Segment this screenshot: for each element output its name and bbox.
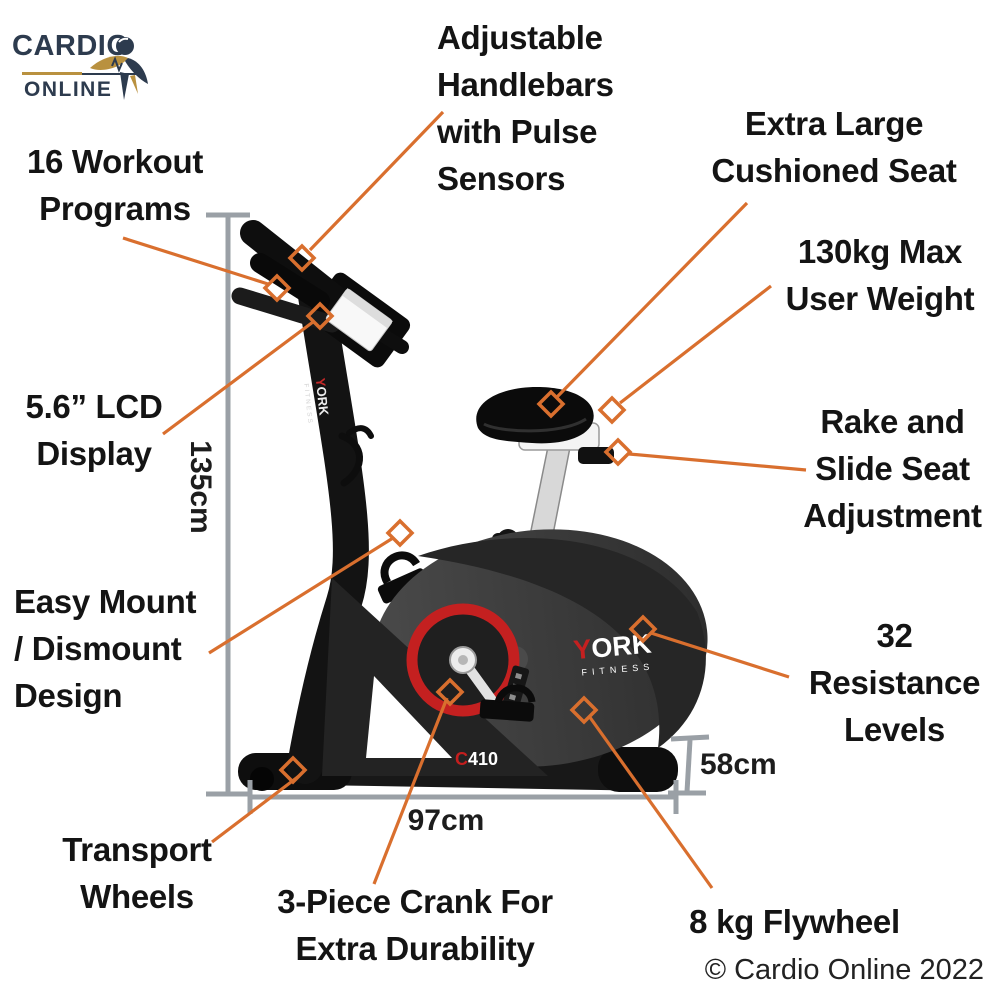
frame-brand-sub: FITNESS: [302, 383, 313, 425]
frame-brand-y: Y: [313, 377, 329, 388]
leader-max-user-weight: [619, 284, 772, 405]
height-measure-135: [206, 212, 250, 797]
leader-lcd-display: [162, 320, 314, 436]
logo-navy-rule: [82, 73, 140, 75]
seat: [476, 386, 594, 444]
body-brand-y: Y: [572, 634, 593, 665]
copyright-text: © Cardio Online 2022: [704, 954, 984, 986]
body-brand-rest: ORK: [590, 629, 653, 664]
callout-extra-large-cushioned-seat: Extra Large Cushioned Seat: [711, 105, 957, 189]
callout-easy-mount-dismount: Easy Mount / Dismount Design: [14, 583, 197, 714]
model-prefix: C: [455, 749, 468, 769]
marker-flywheel: [569, 695, 599, 725]
body-brand-logo: YORK FITNESS: [572, 629, 654, 678]
logo-gold-rule: [22, 72, 82, 75]
right-pedal: [479, 699, 535, 722]
bike-body-shadow: [418, 538, 706, 748]
dimension-height-label: 135cm: [184, 440, 217, 534]
logo-subtitle: ONLINE: [24, 78, 113, 101]
marker-max-user-weight: [597, 395, 627, 425]
model-number: C410: [455, 749, 498, 769]
console-screen: [325, 288, 393, 352]
callout-adjustable-handlebars: Adjustable Handlebars with Pulse Sensors: [437, 19, 614, 197]
leader-crank: [372, 697, 449, 885]
callout-workout-programs: 16 Workout Programs: [26, 143, 204, 227]
marker-cushioned-seat: [536, 389, 566, 419]
handlebar-lower: [231, 287, 341, 333]
callout-rake-slide-seat-adjustment: Rake and Slide Seat Adjustment: [803, 403, 982, 534]
marker-lcd-display: [305, 301, 335, 331]
dimension-rear-height-label: 58cm: [700, 748, 777, 781]
leader-workout-programs: [122, 236, 269, 286]
bottle-cage-hook: [346, 425, 374, 439]
leader-easy-mount: [208, 536, 394, 655]
seat-highlight: [483, 417, 587, 433]
leader-lines: [122, 110, 807, 889]
leader-cushioned-seat: [555, 201, 749, 399]
callout-lcd-display: 5.6” LCD Display: [25, 388, 163, 472]
marker-easy-mount: [385, 518, 415, 548]
logo-athlete-icon: [90, 37, 148, 100]
marker-workout-programs: [262, 273, 292, 303]
leader-resistance-levels: [650, 631, 790, 679]
frame-brand-text: YORK FITNESS: [302, 377, 332, 425]
right-pedal-strap: [494, 684, 536, 704]
marker-seat-adjustment: [603, 437, 633, 467]
callout-flywheel: 8 kg Flywheel: [689, 903, 900, 940]
marker-crank: [435, 677, 465, 707]
marker-transport-wheels: [278, 755, 308, 785]
logo-title: CARDIO: [12, 30, 130, 62]
svg-text:YORK: YORK: [313, 377, 332, 417]
callout-resistance-levels: 32 Resistance Levels: [808, 617, 981, 748]
leader-flywheel: [587, 715, 714, 889]
model-suffix: 410: [468, 749, 498, 769]
measurement-lines: [206, 212, 710, 814]
callout-transport-wheels: Transport Wheels: [62, 831, 212, 915]
transport-wheel: [250, 767, 274, 791]
svg-text:YORK: YORK: [572, 629, 653, 666]
dimension-length-label: 97cm: [407, 804, 485, 837]
bottle-cage: [338, 432, 363, 487]
frame-tube: [287, 278, 369, 784]
marker-resistance-levels: [628, 614, 658, 644]
diamond-markers: [262, 243, 658, 785]
rear-height-measure-58: [668, 734, 710, 796]
cardio-online-logo: CARDIO ONLINE: [10, 26, 170, 126]
crank-hub-cap: [458, 655, 468, 665]
leader-adjustable-handlebars: [308, 110, 445, 252]
length-measure-97: [247, 780, 679, 814]
frame-brand-rest: ORK: [314, 386, 332, 417]
leader-seat-adjustment: [628, 452, 807, 472]
callout-max-user-weight: 130kg Max User Weight: [785, 233, 975, 317]
marker-adjustable-handlebars: [287, 243, 317, 273]
leader-transport-wheels: [211, 774, 300, 844]
callout-three-piece-crank: 3-Piece Crank For Extra Durability: [277, 883, 553, 967]
handlebar-mid: [250, 253, 330, 311]
flywheel-red-ring: [406, 603, 520, 717]
